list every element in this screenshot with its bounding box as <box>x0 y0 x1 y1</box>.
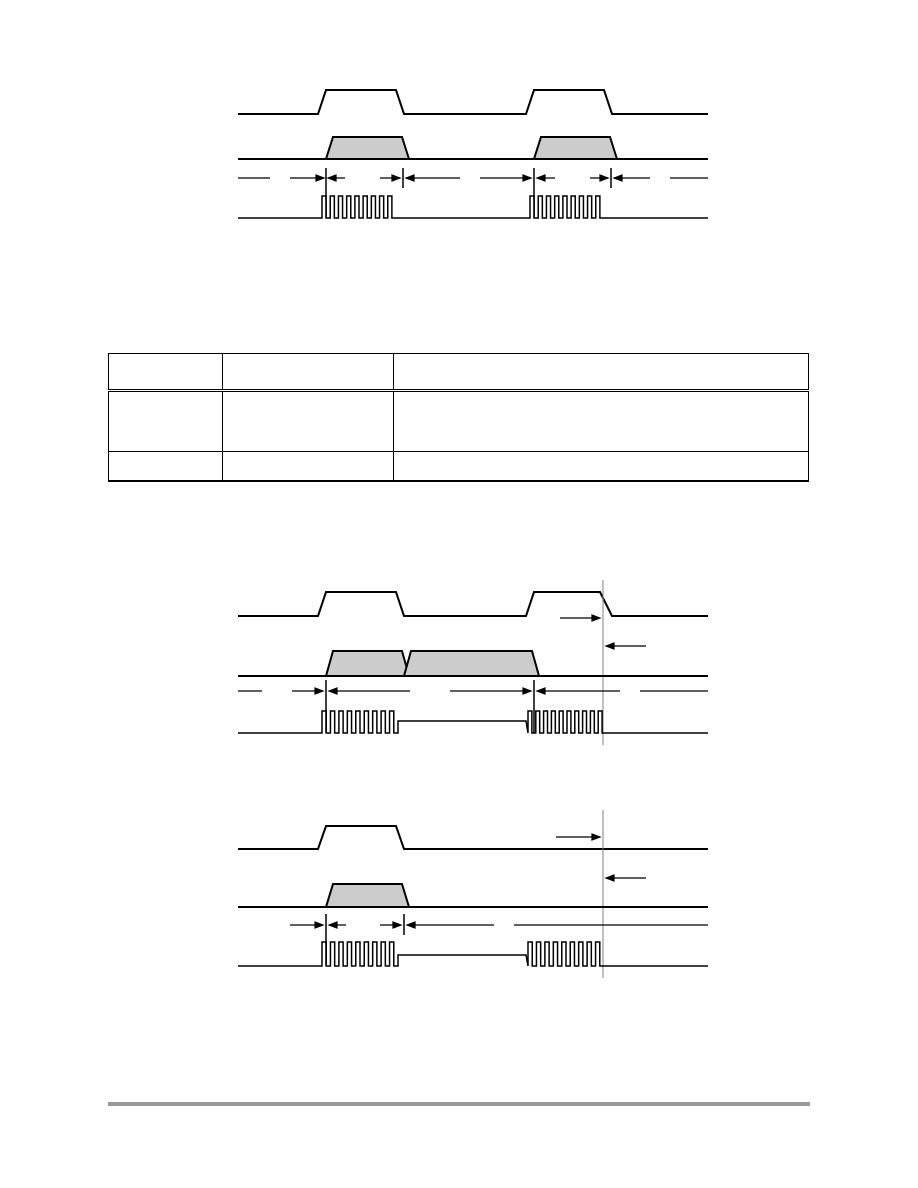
footer-rule <box>108 1102 810 1106</box>
table-header-cell <box>108 353 223 392</box>
fig2-interval-markers <box>238 680 708 733</box>
fig2-data-bus <box>238 650 708 677</box>
table-cell <box>108 390 223 452</box>
fig3-data-bus <box>238 883 708 908</box>
table-row <box>108 390 809 452</box>
fig1-interval-markers <box>238 168 708 218</box>
fig3-frame-signal <box>238 825 708 850</box>
table-header-cell <box>393 353 809 392</box>
fig2-frame-signal <box>238 591 708 617</box>
table-cell <box>222 451 394 482</box>
fig1-data-bus <box>238 136 708 160</box>
fig3-annotation-arrows <box>556 833 646 882</box>
fig1-frame-signal <box>238 89 708 115</box>
fig2-annotation-arrows <box>560 614 646 650</box>
parameter-table <box>108 353 809 482</box>
table-cell <box>222 390 394 452</box>
fig3-interval-markers <box>290 914 708 966</box>
table-cell <box>393 451 809 482</box>
fig2-clock-signal <box>238 710 708 734</box>
table-cell <box>108 451 223 482</box>
table-header-cell <box>222 353 394 392</box>
table-row <box>108 451 809 482</box>
table-cell <box>393 390 809 452</box>
fig1-clock-signal <box>238 195 708 219</box>
table-header-row <box>108 353 809 392</box>
fig3-clock-signal <box>238 941 708 967</box>
